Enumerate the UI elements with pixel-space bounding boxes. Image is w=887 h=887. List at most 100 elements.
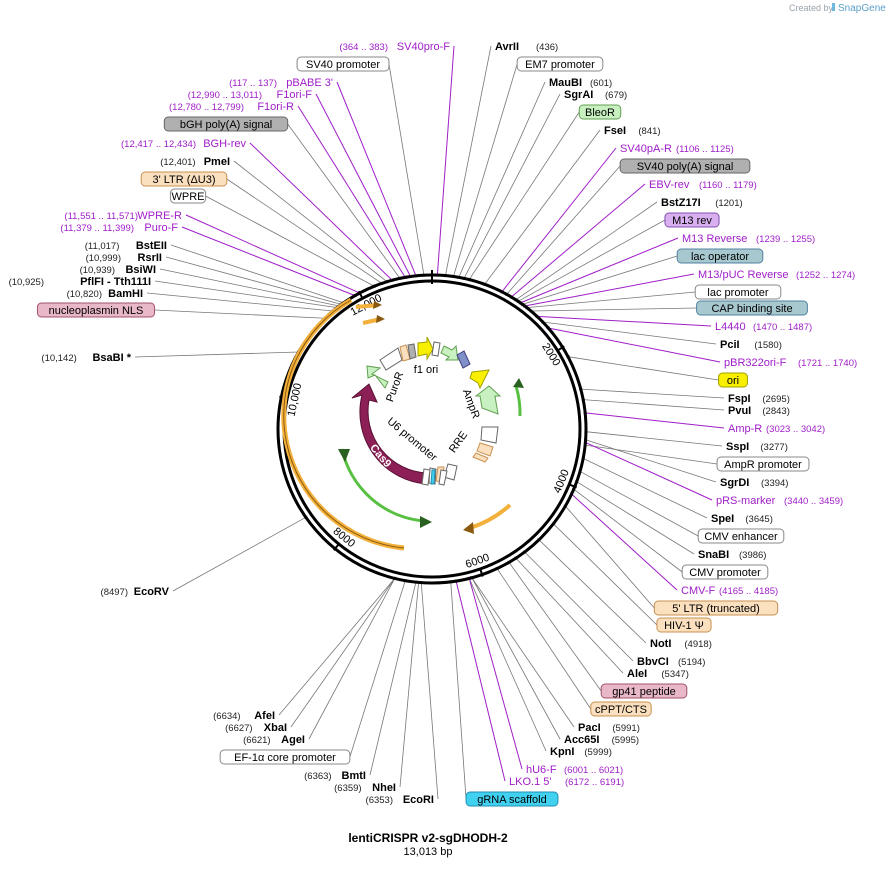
site-coordinate: (11,379 .. 11,399) xyxy=(60,223,134,234)
label-m13-reverse[interactable]: M13 Reverse(1239 .. 1255) xyxy=(682,233,815,245)
label-puro-f[interactable]: Puro-F(11,379 .. 11,399) xyxy=(60,222,178,234)
label-pflfi-tth111i[interactable]: PflFI - Tth111I(10,925) xyxy=(9,276,151,288)
label-sgrdi[interactable]: SgrDI(3394) xyxy=(720,477,788,489)
feature-box xyxy=(296,56,390,72)
label-sgrai[interactable]: SgrAI(679) xyxy=(564,89,627,101)
feature-box xyxy=(676,248,764,264)
site-coordinate: (5347) xyxy=(661,669,688,680)
label-avrii[interactable]: AvrII(436) xyxy=(495,41,558,53)
label-nhei[interactable]: NheI(6359) xyxy=(334,782,396,794)
feature-box xyxy=(694,284,782,300)
orf-arrowhead-2 xyxy=(376,315,385,323)
label-bamhi[interactable]: BamHI(10,820) xyxy=(67,288,143,300)
connector-hiv-1 xyxy=(553,523,658,626)
label-hiv-1[interactable]: HIV-1 Ψ xyxy=(656,617,712,633)
label-ampr-promoter[interactable]: AmpR promoter xyxy=(716,456,810,472)
label-lko-1-5[interactable]: LKO.1 5'(6172 .. 6191) xyxy=(509,776,624,788)
label-m13-puc-reverse[interactable]: M13/pUC Reverse(1252 .. 1274) xyxy=(698,269,855,281)
label-bstz17i[interactable]: BstZ17I(1201) xyxy=(661,197,743,209)
label-pcii[interactable]: PciI(1580) xyxy=(720,339,782,351)
label-rsrii[interactable]: RsrII(10,999) xyxy=(86,252,162,264)
connector-cmv-f xyxy=(571,493,678,591)
label-sv40pro-f[interactable]: SV40pro-F(364 .. 383) xyxy=(339,41,450,53)
connector-cmv-promoter xyxy=(573,488,683,573)
label-alei[interactable]: AleI(5347) xyxy=(627,668,689,680)
label-kpni[interactable]: KpnI(5999) xyxy=(550,746,612,758)
connector-pvui xyxy=(583,399,725,411)
label-cmv-promoter[interactable]: CMV promoter xyxy=(681,564,769,580)
enzyme-name: NheI xyxy=(372,782,396,794)
outer-labels: SV40pro-F(364 .. 383) SV40 promoter pBABE … xyxy=(9,41,857,807)
connector-lac-operator xyxy=(522,255,678,305)
label-cmv-f[interactable]: CMV-F(4165 .. 4185) xyxy=(681,585,778,597)
label-bleor[interactable]: BleoR xyxy=(578,104,622,120)
feature-name: cPPT/CTS xyxy=(595,704,647,716)
inner-label-f1-ori: f1 ori xyxy=(414,364,438,376)
label-ebv-rev[interactable]: EBV-rev(1160 .. 1179) xyxy=(649,179,757,191)
primer-name: LKO.1 5' xyxy=(509,776,551,788)
connector-rsrii xyxy=(165,256,342,305)
label-sspi[interactable]: SspI(3277) xyxy=(726,441,788,453)
label-bsiwi[interactable]: BsiWI(10,939) xyxy=(80,264,156,276)
label-agei[interactable]: AgeI(6621) xyxy=(243,734,305,746)
label-wpre-r[interactable]: WPRE-R(11,551 .. 11,571) xyxy=(64,210,182,222)
label-f1ori-r[interactable]: F1ori-R(12,780 .. 12,799) xyxy=(169,101,294,113)
plasmid-name: lentiCRISPR v2-sgDHODH-2 xyxy=(348,831,508,845)
label-pmei[interactable]: PmeI(12,401) xyxy=(160,156,230,168)
label-ef-1-core-promoter[interactable]: EF-1α core promoter xyxy=(219,749,351,765)
enzyme-name: PflFI - Tth111I xyxy=(80,276,151,288)
feature-name: nucleoplasmin NLS xyxy=(49,305,144,317)
label-5-ltr-truncated[interactable]: 5' LTR (truncated) xyxy=(653,600,779,616)
label-3-ltr-u3[interactable]: 3' LTR (ΔU3) xyxy=(140,171,228,187)
label-sv40pa-r[interactable]: SV40pA-R(1106 .. 1125) xyxy=(620,143,734,155)
label-ecorv[interactable]: EcoRV(8497) xyxy=(101,586,170,598)
label-hu6-f[interactable]: hU6-F(6001 .. 6021) xyxy=(526,764,623,776)
label-noti[interactable]: NotI(4918) xyxy=(650,638,712,650)
label-fsei[interactable]: FseI(841) xyxy=(604,125,661,137)
label-bbvci[interactable]: BbvCI(5194) xyxy=(637,656,705,668)
label-ori[interactable]: ori xyxy=(718,372,748,388)
label-bgh-poly-a-signal[interactable]: bGH poly(A) signal xyxy=(163,116,289,132)
label-amp-r[interactable]: Amp-R(3023 .. 3042) xyxy=(728,423,825,435)
label-wpre[interactable]: WPRE xyxy=(169,188,207,204)
label-pvui[interactable]: PvuI(2843) xyxy=(728,405,790,417)
label-lac-operator[interactable]: lac operator xyxy=(676,248,764,264)
label-afei[interactable]: AfeI(6634) xyxy=(213,710,275,722)
label-sv40-promoter[interactable]: SV40 promoter xyxy=(296,56,390,72)
connector-bgh-poly-a-signal xyxy=(287,123,401,279)
label-cap-binding-site[interactable]: CAP binding site xyxy=(696,300,808,316)
connector-em7-promoter xyxy=(453,63,518,277)
label-lac-promoter[interactable]: lac promoter xyxy=(694,284,782,300)
label-bsabi[interactable]: BsaBI *(10,142) xyxy=(41,352,131,364)
label-acc65i[interactable]: Acc65I(5995) xyxy=(564,734,639,746)
label-gp41-peptide[interactable]: gp41 peptide xyxy=(600,683,688,699)
label-ecori[interactable]: EcoRI(6353) xyxy=(366,794,434,806)
label-xbai[interactable]: XbaI(6627) xyxy=(225,722,287,734)
label-f1ori-f[interactable]: F1ori-F(12,990 .. 13,011) xyxy=(188,89,313,101)
label-em7-promoter[interactable]: EM7 promoter xyxy=(516,56,604,72)
label-paci[interactable]: PacI(5991) xyxy=(578,722,640,734)
connector-cmv-enhancer xyxy=(579,471,699,537)
label-nucleoplasmin-nls[interactable]: nucleoplasmin NLS xyxy=(36,302,156,318)
label-sv40-poly-a-signal[interactable]: SV40 poly(A) signal xyxy=(619,158,751,174)
label-pbabe-3[interactable]: pBABE 3'(117 .. 137) xyxy=(229,77,333,89)
label-l4440[interactable]: L4440(1470 .. 1487) xyxy=(715,321,812,333)
label-spei[interactable]: SpeI(3645) xyxy=(711,513,773,525)
feature-name: SV40 poly(A) signal xyxy=(637,161,734,173)
label-prs-marker[interactable]: pRS-marker(3440 .. 3459) xyxy=(716,495,843,507)
label-cppt-cts[interactable]: cPPT/CTS xyxy=(590,701,652,717)
label-maubi[interactable]: MauBI(601) xyxy=(549,77,612,89)
feature-name: BleoR xyxy=(585,107,615,119)
label-fspi[interactable]: FspI(2695) xyxy=(728,393,790,405)
label-bsteii[interactable]: BstEII(11,017) xyxy=(85,240,167,252)
label-pbr322ori-f[interactable]: pBR322ori-F(1721 .. 1740) xyxy=(724,357,857,369)
label-bgh-rev[interactable]: BGH-rev(12,417 .. 12,434) xyxy=(121,138,246,150)
label-snabi[interactable]: SnaBI(3986) xyxy=(698,549,766,561)
label-cmv-enhancer[interactable]: CMV enhancer xyxy=(697,528,785,544)
enzyme-name: RsrII xyxy=(138,252,162,264)
label-grna-scaffold[interactable]: gRNA scaffold xyxy=(465,791,559,807)
tick-mark xyxy=(556,345,565,352)
site-coordinate: (12,990 .. 13,011) xyxy=(188,90,262,101)
label-bmti[interactable]: BmtI(6363) xyxy=(304,770,366,782)
label-m13-rev[interactable]: M13 rev xyxy=(664,212,720,228)
